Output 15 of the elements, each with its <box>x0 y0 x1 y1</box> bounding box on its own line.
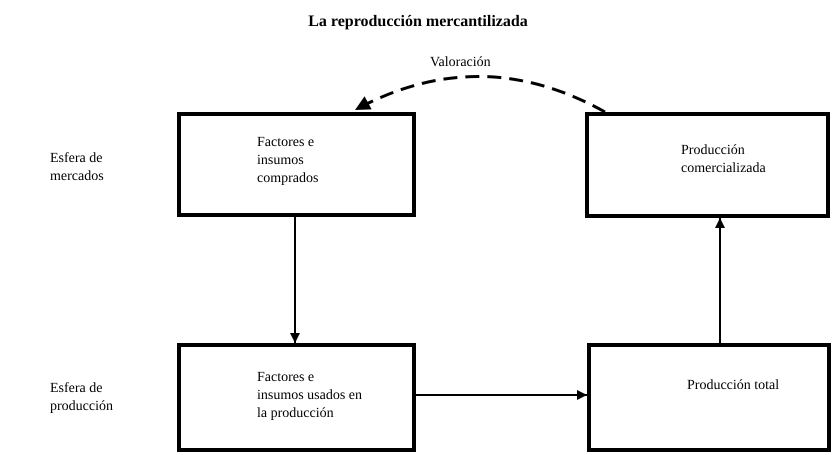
arrow <box>715 218 725 343</box>
box-text: Producción comercializada <box>681 142 767 178</box>
box-text: Producción total <box>687 377 780 395</box>
diagram-title: La reproducción mercantilizada <box>307 12 529 32</box>
process-box <box>177 343 416 452</box>
row-label: Esfera de mercados <box>50 150 105 186</box>
row-label: Esfera de producción <box>50 380 114 416</box>
arrow <box>416 390 587 400</box>
process-box <box>177 112 416 217</box>
arrow <box>290 217 300 343</box>
process-box <box>585 112 830 218</box>
box-text: Factores e insumos comprados <box>257 134 320 188</box>
process-box <box>587 343 831 452</box>
box-text: Factores e insumos usados en la producción <box>257 369 363 423</box>
arrow <box>354 75 606 114</box>
